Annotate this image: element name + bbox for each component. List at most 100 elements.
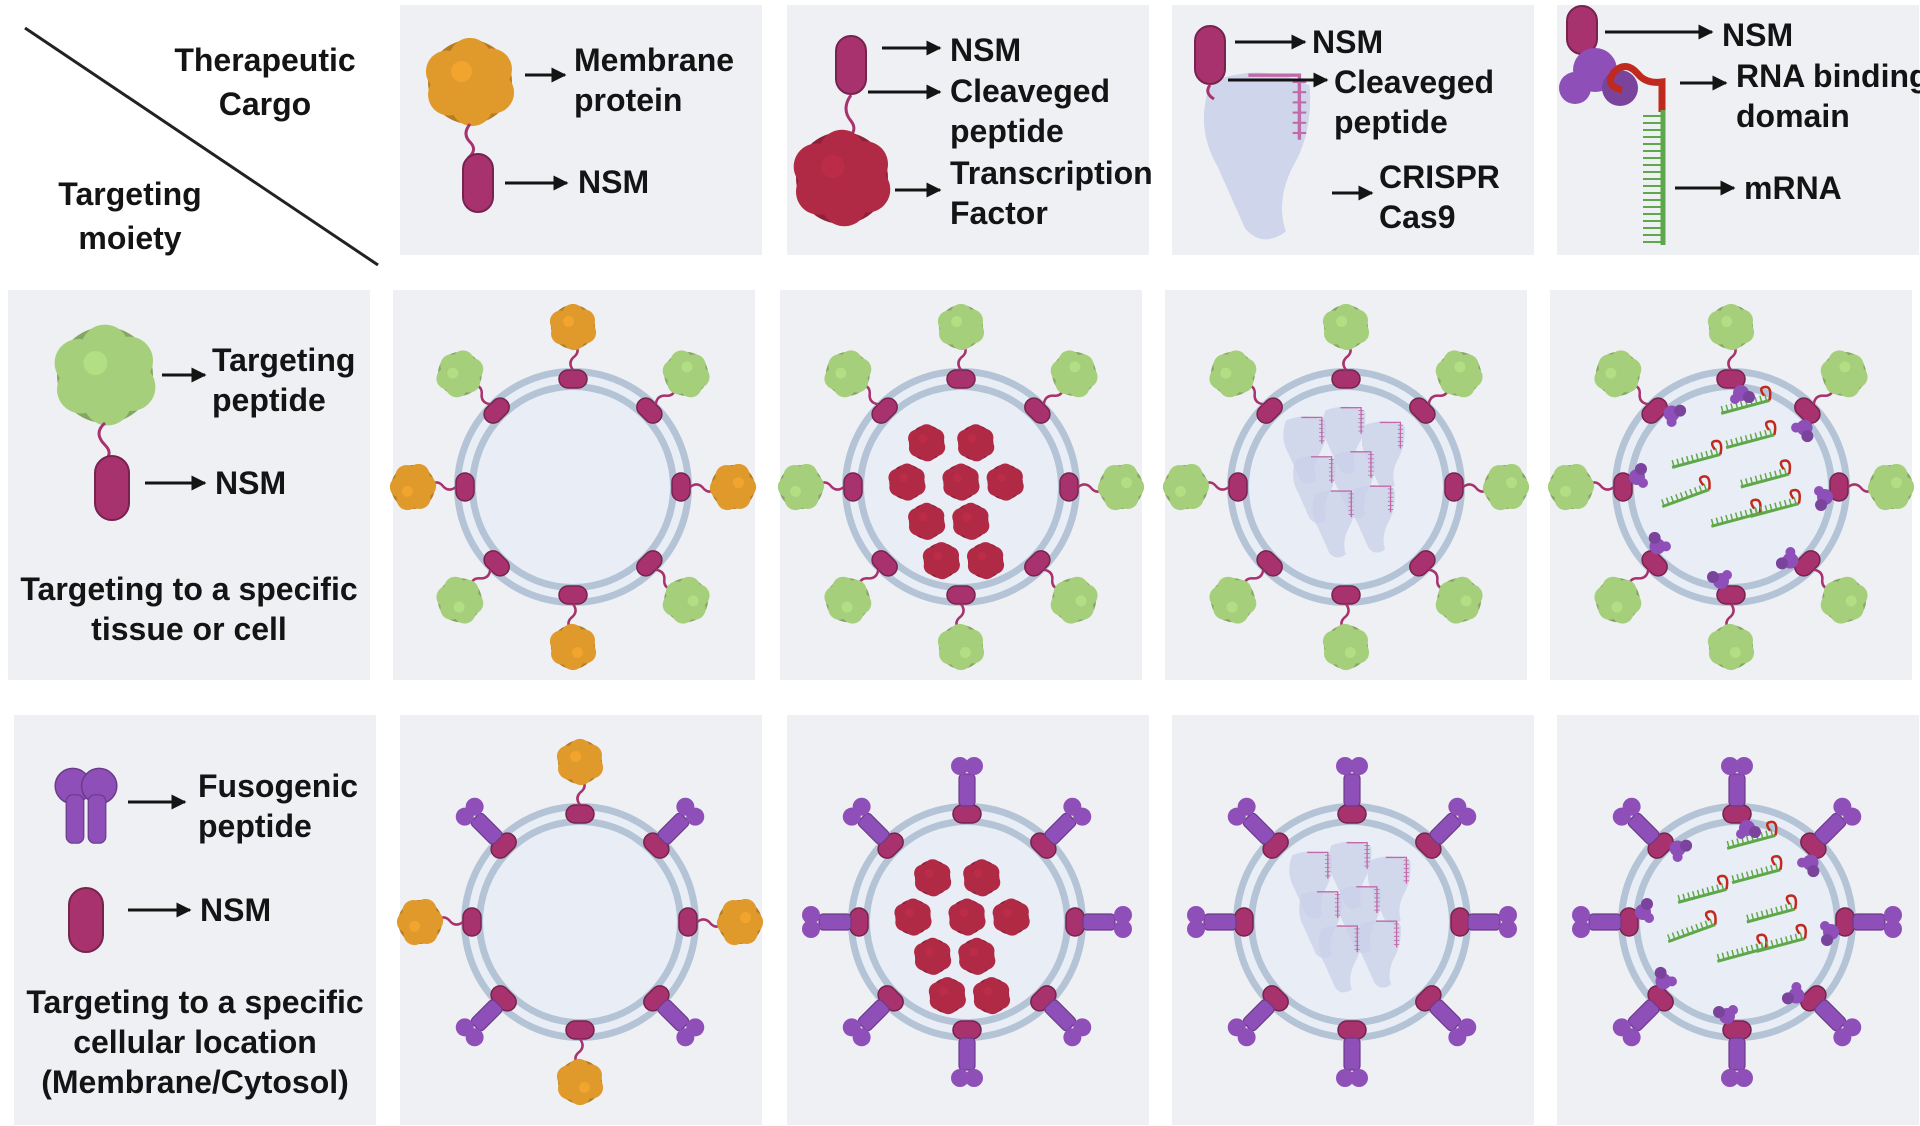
vesicle-surface-anchor — [842, 797, 904, 859]
vesicle-tf-cargo — [922, 542, 960, 580]
vesicle-tf-cargo — [908, 502, 946, 540]
vesicle-surface-anchor — [1227, 985, 1289, 1047]
vesicle-surface-anchor — [643, 985, 705, 1047]
vesicle-surface-anchor — [455, 985, 517, 1047]
vesicle-peptide — [937, 303, 985, 351]
vesicle-rbd — [1820, 921, 1839, 946]
vesicle-peptide — [1162, 463, 1210, 511]
mrna-strand-glyph — [1643, 110, 1666, 245]
vesicle-surface-anchor — [824, 350, 898, 424]
vesicle-surface-anchor — [1065, 906, 1132, 938]
vesicle-cas9-cargo — [1361, 421, 1405, 489]
vesicle-surface-anchor — [842, 985, 904, 1047]
vesicle-peptide — [549, 623, 597, 671]
header-diagonal — [24, 26, 379, 267]
vesicle-surface-anchor — [636, 350, 710, 424]
vesicle-cas9-cargo — [1357, 920, 1401, 988]
vesicle-surface-anchor — [1707, 570, 1755, 671]
vesicle-mrna-cargo — [1671, 439, 1723, 469]
vesicle-surface-anchor — [1775, 547, 1868, 624]
vesicle-surface-anchor — [389, 463, 475, 511]
vesicle-peptide — [436, 350, 484, 398]
tf-nsm-label: NSM — [950, 32, 1022, 68]
vesicle-surface-anchor — [1594, 531, 1671, 624]
crispr-nsm-label: NSM — [1312, 24, 1384, 60]
vesicle-peptide — [662, 576, 710, 624]
vesicle-surface-anchor — [1162, 463, 1248, 511]
crispr-cas-label-2: Cas9 — [1379, 199, 1456, 235]
vesicle-surface-anchor — [549, 303, 597, 389]
vesicle-tf-cargo — [928, 977, 966, 1015]
vesicle-rbd — [1791, 419, 1814, 443]
vesicle-peptide — [1435, 350, 1483, 398]
vesicle-surface-anchor — [1707, 303, 1755, 404]
vesicle-r1-mrna — [1547, 303, 1915, 671]
vesicle-surface-anchor — [937, 585, 985, 671]
targeting-peptide-label-1: Targeting — [212, 342, 356, 378]
vesicle-tf-cargo — [963, 859, 1001, 897]
rna-binding-label-1: RNA binding — [1736, 58, 1920, 94]
targeting-desc-line1: Targeting to a specific — [20, 571, 358, 607]
vesicle-tf-cargo — [992, 898, 1030, 936]
vesicle-tf-cargo — [957, 424, 995, 462]
vesicle-surface-anchor — [455, 797, 517, 859]
vesicle-peptide — [1435, 576, 1483, 624]
tf-cleaved-label-2: peptide — [950, 113, 1064, 149]
vesicle-rbd — [1648, 531, 1671, 555]
vesicle-peptide — [1209, 576, 1257, 624]
fusogenic-peptide-label-2: peptide — [198, 808, 312, 844]
vesicle-rbd — [1775, 547, 1799, 570]
vesicle-tf-cargo — [972, 977, 1011, 1015]
fusogenic-desc-line2: cellular location — [73, 1024, 317, 1060]
crispr-nsm-glyph — [1194, 25, 1226, 85]
rna-binding-label-2: domain — [1736, 98, 1850, 134]
tf-glyph — [793, 129, 891, 227]
vesicle-cas9-cargo — [1328, 841, 1372, 910]
vesicle-r2-tf — [802, 757, 1132, 1087]
vesicle-surface-anchor — [1721, 757, 1761, 839]
vesicle-cas9-cargo — [1312, 490, 1356, 558]
membrane-nsm-glyph — [462, 153, 494, 213]
vesicle-surface-anchor — [802, 906, 869, 938]
vesicle-surface-anchor — [1024, 350, 1098, 424]
vesicle-surface-anchor — [1024, 550, 1098, 624]
vesicle-rbd — [1736, 820, 1761, 839]
membrane-protein-glyph — [425, 37, 515, 127]
fusogenic-nsm-label: NSM — [200, 892, 272, 928]
vesicle-peptide — [824, 350, 872, 398]
vesicle-rbd — [1713, 1005, 1738, 1024]
vesicle-peptide — [1209, 350, 1257, 398]
membrane-protein-label-2: protein — [574, 82, 683, 118]
vesicle-peptide — [1050, 350, 1098, 398]
header-cargo-line2: Cargo — [218, 86, 312, 122]
vesicle-peptide — [549, 303, 597, 351]
vesicle-surface-anchor — [1797, 797, 1862, 878]
vesicle-surface-anchor — [1415, 985, 1477, 1047]
vesicle-surface-anchor — [951, 1020, 983, 1087]
vesicle-surface-anchor — [1594, 350, 1687, 427]
vesicle-surface-anchor — [1415, 797, 1477, 859]
crispr-cleaved-label-2: peptide — [1334, 104, 1448, 140]
vesicle-peptide — [1594, 350, 1642, 398]
vesicle-surface-anchor — [636, 550, 710, 624]
vesicle-surface-anchor — [1209, 350, 1283, 424]
membrane-nsm-label: NSM — [578, 164, 650, 200]
vesicle-surface-anchor — [824, 550, 898, 624]
vesicle-surface-anchor — [1227, 797, 1289, 859]
vesicle-rbd — [1814, 486, 1833, 511]
vesicle-peptide — [1482, 463, 1530, 511]
vesicle-r2-mrna — [1572, 757, 1902, 1087]
rna-binding-hairpin — [1606, 63, 1666, 112]
vesicle-peptide — [389, 463, 437, 511]
vesicle-rbd — [1669, 839, 1693, 862]
vesicle-surface-anchor — [436, 550, 510, 624]
vesicle-peptide — [777, 463, 825, 511]
vesicle-tf-cargo — [952, 502, 990, 540]
vesicle-cas9-cargo — [1283, 416, 1327, 484]
vesicle-peptide — [937, 623, 985, 671]
tf-label-1: Transcription — [950, 155, 1153, 191]
vesicle-cas9-cargo — [1338, 885, 1382, 954]
vesicle-peptide — [436, 576, 484, 624]
vesicle-tf-cargo — [888, 463, 926, 501]
vesicle-mrna-cargo — [1661, 475, 1711, 509]
